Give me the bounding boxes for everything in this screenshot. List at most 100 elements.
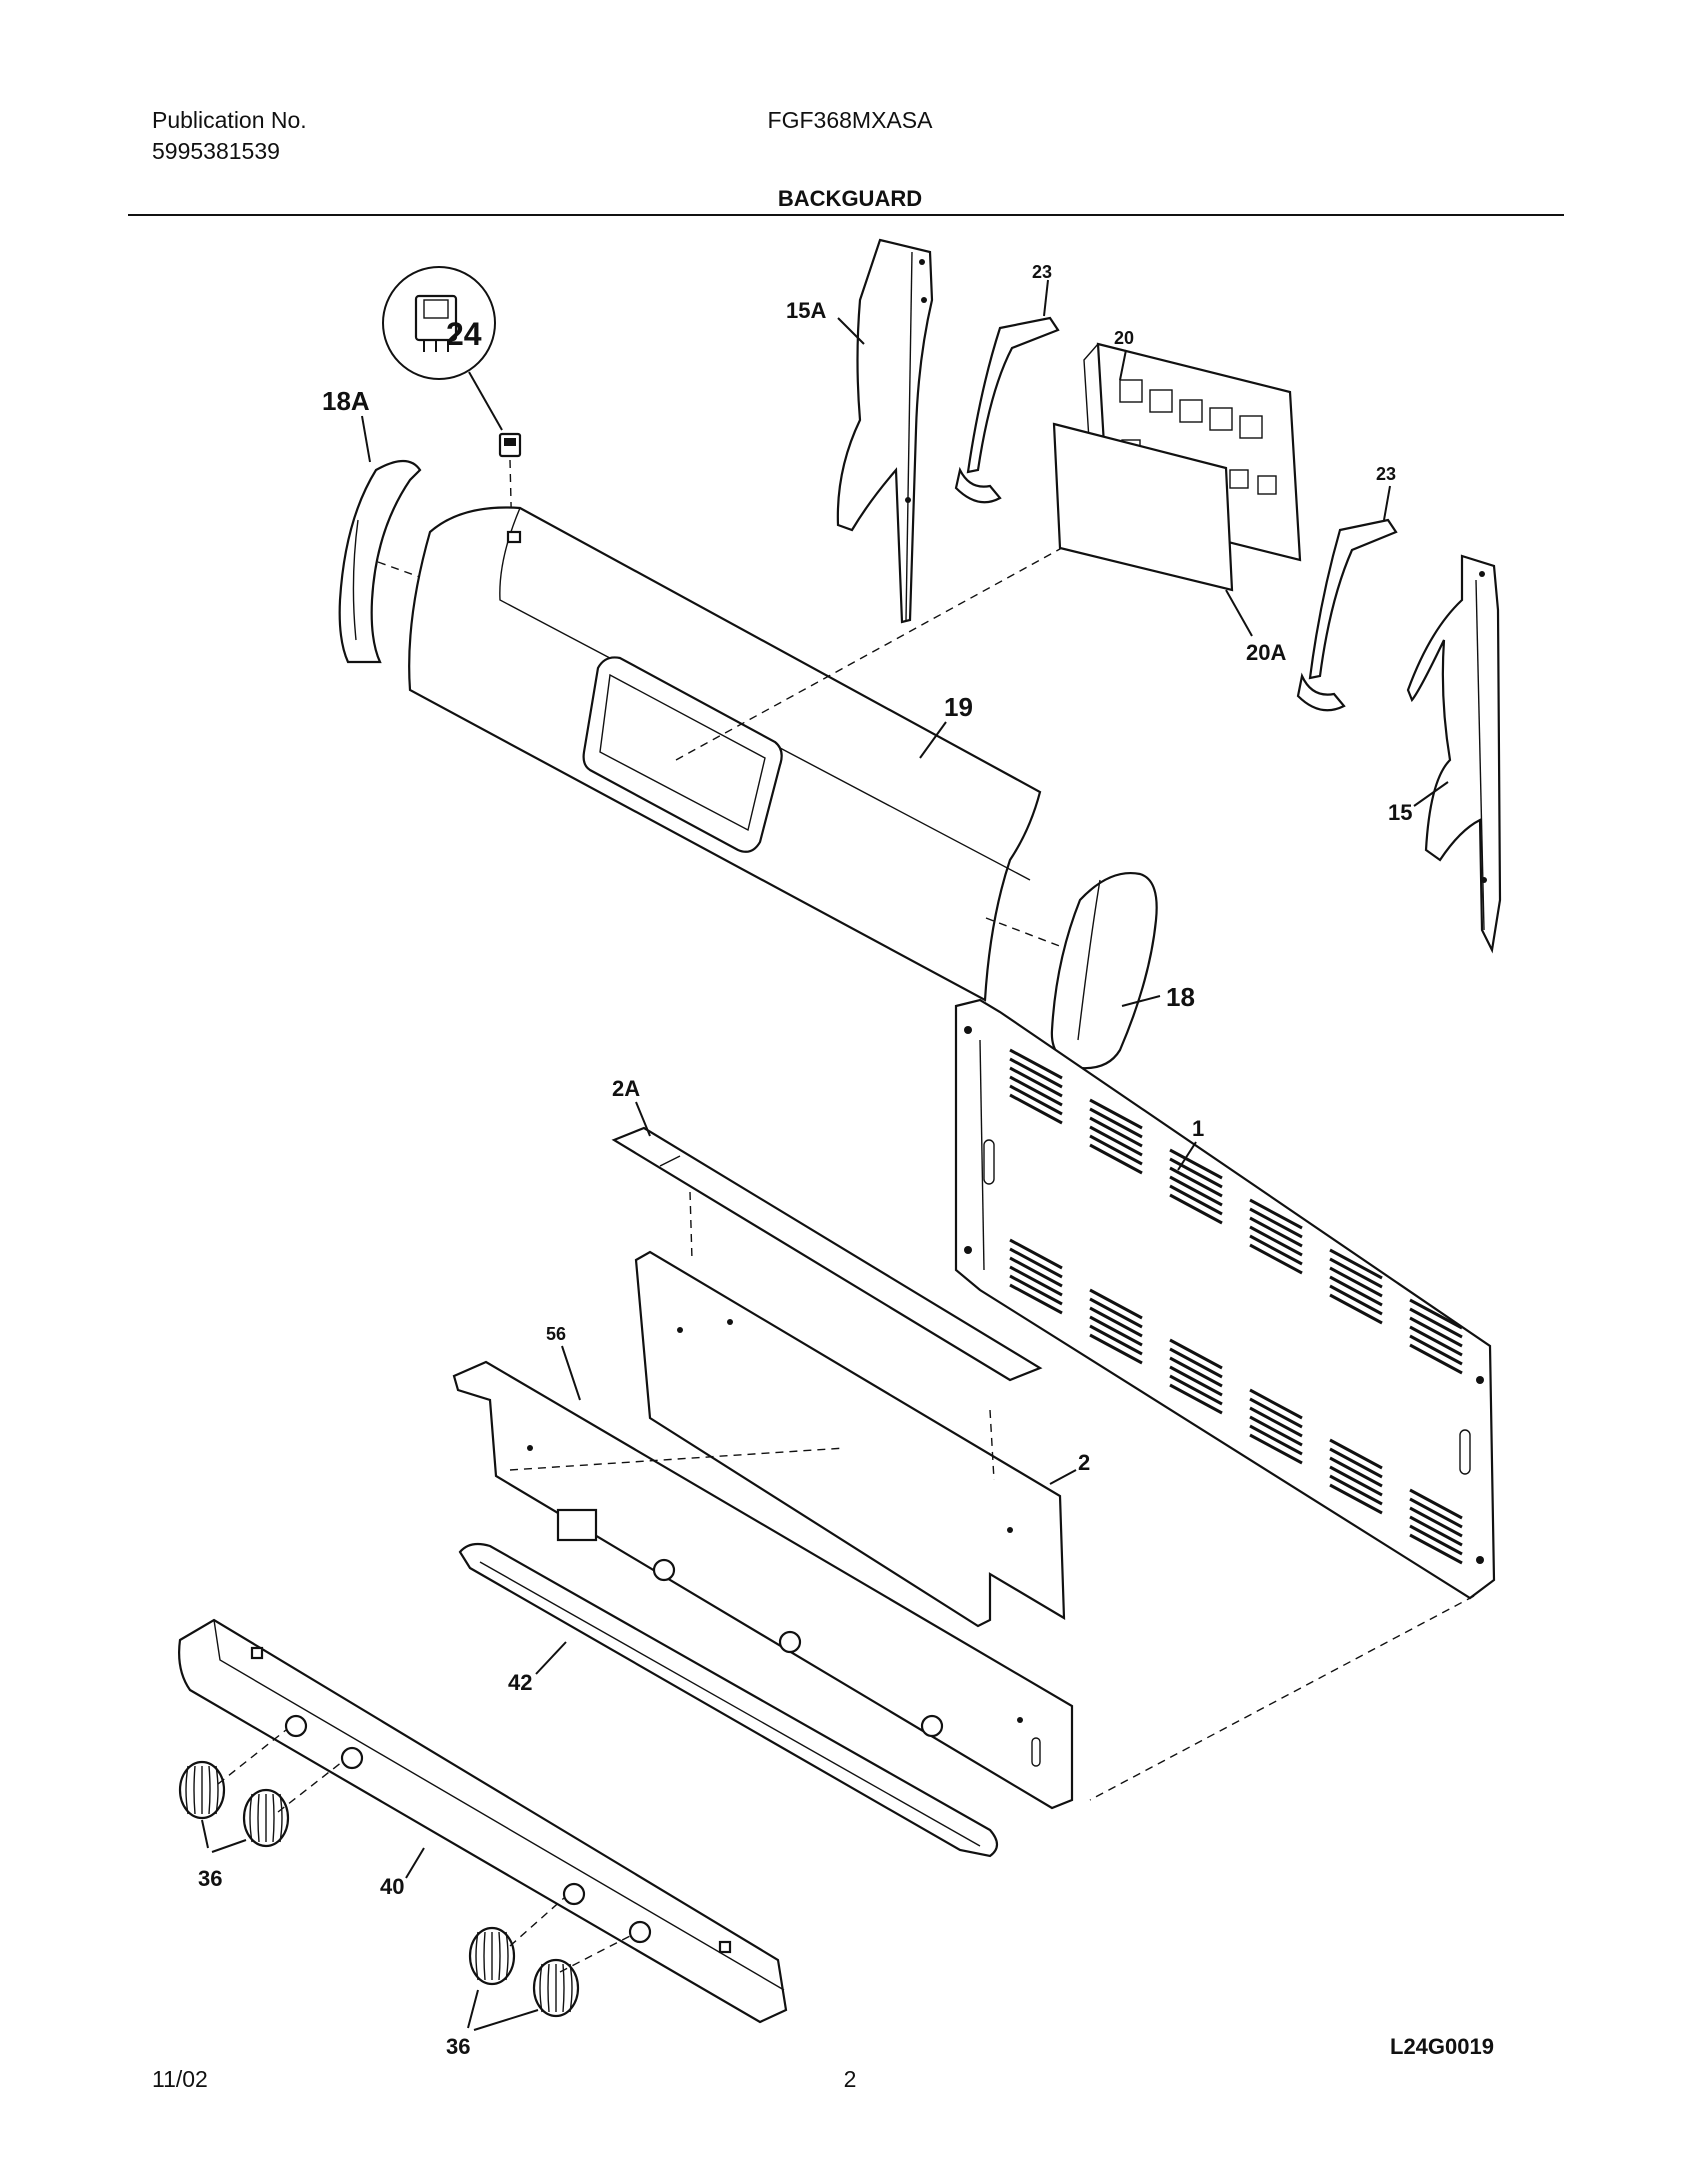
vent-slot: [1169, 1175, 1223, 1207]
vent-slot: [1169, 1383, 1223, 1415]
vent-slot: [1169, 1338, 1223, 1370]
page-number: 2: [843, 2066, 857, 2092]
callout-20: 20: [1114, 328, 1134, 348]
vent-slot: [1009, 1274, 1063, 1306]
vent-slot: [1329, 1257, 1383, 1289]
vent-slot: [1329, 1474, 1383, 1506]
middle-mounting-plate: [634, 1250, 1066, 1628]
vent-slot: [1009, 1084, 1063, 1116]
vent-slot: [1409, 1497, 1463, 1529]
control-knobs: [178, 1729, 631, 2031]
vent-slot: [1089, 1143, 1143, 1175]
callout-2: 2: [1078, 1450, 1090, 1475]
switch-inset: [382, 266, 522, 546]
callout-1: 1: [1192, 1116, 1204, 1141]
vent-slot: [1409, 1307, 1463, 1339]
vent-slot: [1089, 1134, 1143, 1166]
callout-40: 40: [380, 1874, 404, 1899]
vent-slot: [1329, 1275, 1383, 1307]
vent-slot: [1249, 1243, 1303, 1275]
control-panel-frame: [452, 1360, 1074, 1810]
top-trim-strip: [611, 1126, 1043, 1382]
vent-slot: [1009, 1256, 1063, 1288]
vent-slot: [1089, 1297, 1143, 1329]
callout-18: 18: [1166, 982, 1195, 1012]
callout-18A: 18A: [322, 386, 370, 416]
vent-slot: [1009, 1093, 1063, 1125]
header-rule: [128, 214, 1564, 216]
vent-slot: [1329, 1465, 1383, 1497]
vent-slot: [1409, 1488, 1463, 1520]
vent-slot: [1249, 1225, 1303, 1257]
vent-slot: [1009, 1247, 1063, 1279]
right-side-bracket: [1406, 554, 1502, 954]
vent-slot: [1009, 1265, 1063, 1297]
vent-slot: [1169, 1347, 1223, 1379]
vent-slot: [1089, 1125, 1143, 1157]
vent-slot: [1009, 1048, 1063, 1080]
callout-23-upper: 23: [1032, 262, 1052, 282]
callout-labels: 24 18A 15A 23 20 23 20A 19 15 18 1 2A 56…: [198, 262, 1494, 2059]
vent-slot: [1169, 1374, 1223, 1406]
upper-clip: [954, 316, 1060, 504]
lower-clip: [1296, 518, 1398, 712]
vent-slot: [1169, 1148, 1223, 1180]
vent-slot: [1169, 1365, 1223, 1397]
callout-19: 19: [944, 692, 973, 722]
vent-slot: [1329, 1447, 1383, 1479]
vent-slot: [1089, 1306, 1143, 1338]
vent-slot: [1249, 1388, 1303, 1420]
rear-panel: [954, 998, 1496, 1801]
knob: [532, 1958, 580, 2018]
vent-slot: [1409, 1325, 1463, 1357]
vent-slot: [1249, 1406, 1303, 1438]
vent-slot: [1409, 1316, 1463, 1348]
vent-slot: [1409, 1334, 1463, 1366]
vent-slot: [1409, 1515, 1463, 1547]
vent-slot: [1409, 1524, 1463, 1556]
revision-date: 11/02: [152, 2066, 208, 2092]
vent-slot: [1009, 1066, 1063, 1098]
callout-42: 42: [508, 1670, 532, 1695]
vent-slot: [1009, 1075, 1063, 1107]
callout-2A: 2A: [612, 1076, 640, 1101]
knob: [178, 1760, 226, 1820]
vent-slot: [1009, 1238, 1063, 1270]
vent-slot: [1329, 1483, 1383, 1515]
vent-slot: [1409, 1506, 1463, 1538]
callout-56: 56: [546, 1324, 566, 1344]
callout-15A: 15A: [786, 298, 826, 323]
vent-slot: [1329, 1293, 1383, 1325]
callout-36-right: 36: [446, 2034, 470, 2059]
vent-slot: [1249, 1424, 1303, 1456]
vent-slot: [1329, 1284, 1383, 1316]
vent-slot: [1249, 1234, 1303, 1266]
vent-slot: [1249, 1397, 1303, 1429]
control-panel: [178, 1618, 788, 2024]
vent-slot: [1089, 1098, 1143, 1130]
publication-number: 5995381539: [152, 138, 280, 164]
model-number: FGF368MXASA: [767, 107, 933, 133]
vent-slot: [1169, 1193, 1223, 1225]
vent-slot: [1329, 1438, 1383, 1470]
callout-15: 15: [1388, 800, 1412, 825]
vent-slot: [1409, 1298, 1463, 1330]
vent-slot: [1089, 1288, 1143, 1320]
rear-panel-vents: [1009, 1048, 1463, 1565]
vent-slot: [1409, 1533, 1463, 1565]
left-side-bracket: [836, 238, 934, 624]
vent-slot: [1329, 1248, 1383, 1280]
vent-slot: [1409, 1343, 1463, 1375]
control-overlay: [1052, 422, 1253, 637]
vent-slot: [1169, 1184, 1223, 1216]
backguard-panel: [408, 506, 1121, 1002]
vent-slot: [1249, 1415, 1303, 1447]
vent-slot: [1089, 1116, 1143, 1148]
vent-slot: [1169, 1356, 1223, 1388]
vent-slot: [1089, 1107, 1143, 1139]
vent-slot: [1009, 1283, 1063, 1315]
vent-slot: [1089, 1324, 1143, 1356]
vent-slot: [1009, 1057, 1063, 1089]
vent-slot: [1249, 1207, 1303, 1239]
